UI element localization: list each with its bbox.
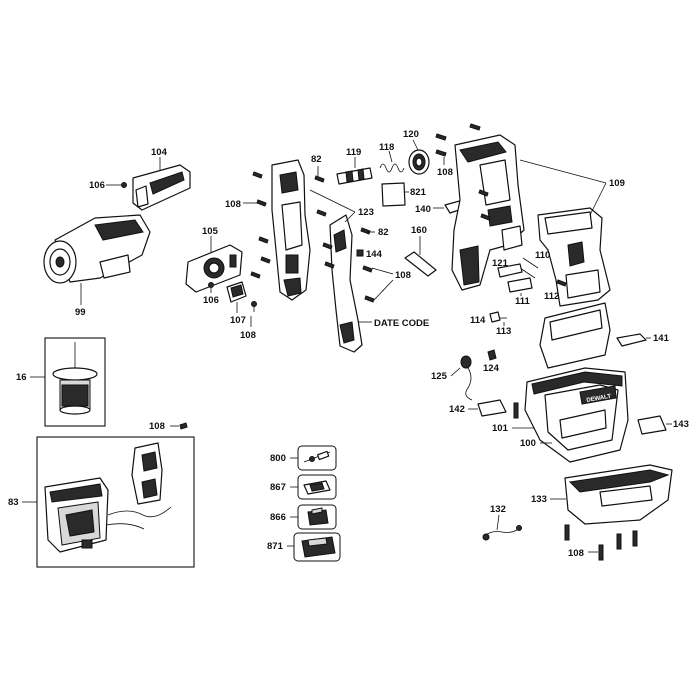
part-108-screw-a[interactable] [251, 301, 257, 313]
part-132-wire[interactable] [482, 525, 522, 541]
label-119: 119 [346, 147, 361, 158]
label-105: 105 [202, 226, 219, 237]
label-866: 866 [270, 512, 286, 523]
label-113: 113 [496, 326, 511, 337]
label-83: 83 [8, 497, 19, 508]
label-123: 123 [358, 207, 374, 218]
part-gear-housing[interactable] [451, 134, 525, 291]
part-106-screw[interactable] [121, 182, 127, 188]
label-111: 111 [515, 296, 531, 307]
label-821: 821 [410, 187, 427, 198]
label-110: 110 [535, 250, 550, 261]
label-109: 109 [609, 178, 625, 189]
label-140: 140 [415, 204, 431, 215]
part-133-base-cover[interactable] [564, 464, 673, 525]
label-871: 871 [267, 541, 284, 552]
part-107-knob[interactable] [226, 281, 247, 303]
part-104-cover-plate[interactable] [132, 164, 191, 211]
part-111-switch[interactable] [507, 277, 533, 293]
part-119-shaft[interactable] [336, 167, 373, 185]
part-118-spring[interactable] [379, 163, 405, 173]
label-133: 133 [531, 494, 547, 505]
label-104: 104 [151, 147, 168, 158]
label-108-d: 108 [395, 270, 411, 281]
label-160: 160 [411, 225, 427, 236]
label-114: 114 [470, 315, 486, 326]
label-142: 142 [449, 404, 465, 415]
label-800: 800 [270, 453, 286, 464]
part-144-small[interactable] [356, 249, 364, 257]
part-110-pin[interactable] [519, 257, 539, 279]
label-106-top: 106 [89, 180, 105, 191]
label-141: 141 [653, 333, 670, 344]
label-108-a: 108 [240, 330, 256, 341]
label-16: 16 [16, 372, 27, 383]
label-125: 125 [431, 371, 448, 382]
label-82-top: 82 [311, 154, 322, 165]
part-160-strip[interactable] [404, 251, 437, 277]
part-124-clip[interactable] [487, 349, 497, 361]
part-821-label[interactable] [381, 182, 406, 207]
label-108-e: 108 [149, 421, 165, 432]
part-106-screw-lower[interactable] [208, 282, 214, 288]
part-120-gear[interactable] [408, 149, 430, 175]
label-82-right: 82 [378, 227, 389, 238]
part-143-pad[interactable] [637, 415, 667, 435]
part-16-motor[interactable] [52, 342, 98, 415]
label-121: 121 [492, 258, 509, 269]
label-106-lower: 106 [203, 295, 219, 306]
label-120: 120 [403, 129, 419, 140]
label-867: 867 [270, 482, 286, 493]
part-105-plate[interactable] [185, 244, 243, 293]
label-118: 118 [379, 142, 394, 153]
part-114-screw[interactable] [489, 311, 501, 323]
part-right-housing-half[interactable] [329, 214, 363, 353]
part-112-screw[interactable] [556, 279, 567, 287]
part-108-screw-e[interactable] [179, 422, 188, 430]
screws-top[interactable] [435, 123, 481, 157]
part-100-battery-housing[interactable]: DEWALT [524, 367, 629, 463]
dewalt-brand-mark: DEWALT [586, 394, 612, 404]
part-109-outer-housing[interactable] [537, 207, 611, 307]
part-99-nose-housing[interactable] [43, 214, 151, 284]
part-141-pad[interactable] [616, 333, 647, 347]
label-143: 143 [673, 419, 689, 430]
label-124: 124 [483, 363, 500, 374]
screws-bottom[interactable] [564, 524, 638, 561]
date-code-label: DATE CODE [374, 318, 429, 329]
part-125-switch-wire[interactable] [460, 355, 473, 401]
label-108-c: 108 [437, 167, 453, 178]
part-121-switch[interactable] [497, 263, 523, 278]
label-108-b: 108 [225, 199, 241, 210]
screws-housing[interactable] [478, 189, 491, 221]
box-800 [297, 445, 337, 471]
label-132: 132 [490, 504, 506, 515]
part-left-housing-half[interactable] [271, 159, 311, 301]
screws-right-half[interactable] [322, 227, 375, 303]
label-108-f: 108 [568, 548, 584, 559]
label-100: 100 [520, 438, 536, 449]
part-83-electronics-assembly[interactable] [44, 442, 172, 553]
part-867-accessory[interactable] [303, 480, 331, 495]
part-142-pad[interactable] [477, 399, 507, 417]
label-101: 101 [492, 423, 509, 434]
label-107: 107 [230, 315, 246, 326]
label-112: 112 [544, 291, 559, 302]
part-800-accessory[interactable] [303, 450, 331, 463]
screws-left-half[interactable] [250, 171, 327, 279]
part-housing-lower[interactable] [539, 302, 611, 369]
part-866-battery[interactable] [307, 507, 329, 526]
part-871-charger[interactable] [301, 536, 336, 558]
label-144: 144 [366, 249, 383, 260]
label-99: 99 [75, 307, 86, 318]
